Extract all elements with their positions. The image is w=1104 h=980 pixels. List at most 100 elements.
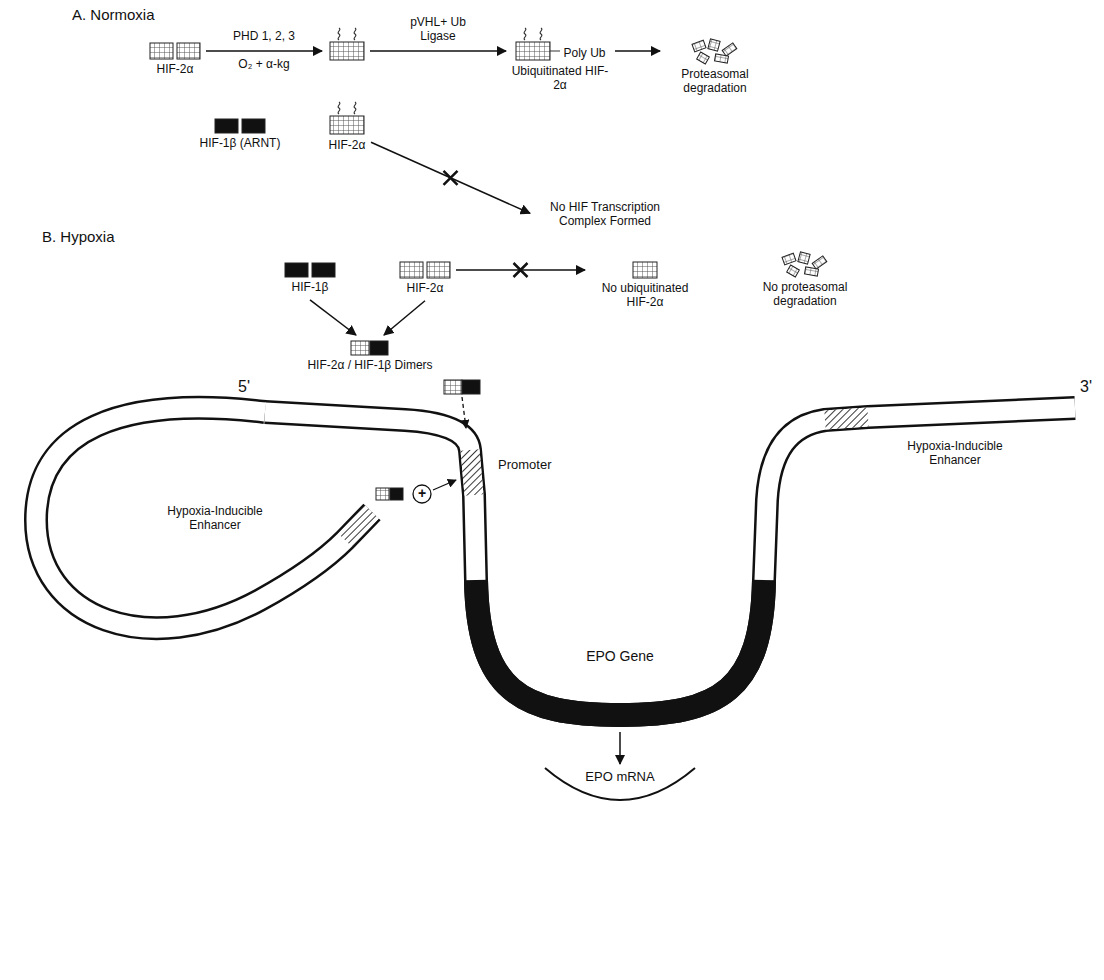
protein-subunit xyxy=(692,40,706,52)
dna-strand xyxy=(36,408,1075,715)
molecule-label: No proteasomal degradation xyxy=(745,281,865,309)
dna-core xyxy=(36,408,372,628)
enzyme-label: pVHL+ Ub Ligase xyxy=(410,16,466,44)
molecule-node: HIF-1β (ARNT) xyxy=(200,118,281,151)
protein-subunit xyxy=(714,54,728,63)
blocked-mark xyxy=(514,263,528,277)
protein-subunit xyxy=(722,43,737,56)
molecule-label: HIF-2α / HIF-1β Dimers xyxy=(307,359,432,373)
protein-subunit xyxy=(697,52,710,64)
activation-circle xyxy=(413,485,431,503)
molecule-label: No HIF Transcription Complex Formed xyxy=(535,201,675,229)
molecule-label: HIF-1β (ARNT) xyxy=(200,137,281,151)
protein-subunit xyxy=(798,252,810,264)
gene-label: EPO Gene xyxy=(586,648,654,664)
molecule-node: HIF-2α / HIF-1β Dimers xyxy=(307,340,432,373)
molecule-label: HIF-2α xyxy=(329,139,366,153)
hydroxyl-group xyxy=(338,28,356,40)
molecule-label: Ubiquitinated HIF-2α xyxy=(510,65,610,93)
protein-subunit xyxy=(812,256,827,269)
protein-subunit xyxy=(708,39,720,51)
molecule-icon xyxy=(399,261,451,279)
region-label: Promoter xyxy=(498,458,551,473)
molecule-node: HIF-1β xyxy=(284,262,336,295)
molecule-label: No ubiquitinated HIF-2α xyxy=(590,282,700,310)
molecule-label: HIF-1β xyxy=(292,281,329,295)
icon-row xyxy=(284,262,336,278)
protein-subunit xyxy=(633,262,657,278)
section-heading: B. Hypoxia xyxy=(42,228,115,245)
reaction-arrow xyxy=(371,142,530,213)
protein-subunit xyxy=(400,262,423,278)
molecule-icon xyxy=(690,37,740,65)
protein-subunit xyxy=(285,263,308,277)
molecule-node: HIF-2α xyxy=(328,100,366,153)
molecule-node: Proteasomal degradation xyxy=(665,37,765,96)
protein-subunit xyxy=(516,42,550,60)
enhancer-region xyxy=(825,417,868,420)
protein-subunit xyxy=(804,267,818,276)
protein-subunit xyxy=(150,43,173,59)
protein-subunit xyxy=(427,262,450,278)
bound-hif2a xyxy=(376,488,389,500)
protein-subunit xyxy=(787,265,800,277)
molecule-node: HIF-2α xyxy=(149,42,201,77)
mrna-strand xyxy=(545,768,695,800)
strand-end-label: 3' xyxy=(1080,378,1092,396)
protein-subunit xyxy=(330,42,364,60)
dna-outline xyxy=(36,408,372,628)
dimer-hif1b xyxy=(462,380,480,394)
icon-row xyxy=(690,37,740,65)
icon-row xyxy=(632,261,658,279)
hydroxyl-group xyxy=(338,102,356,114)
epo-gene-region xyxy=(476,580,764,715)
protein-subunit xyxy=(312,263,335,277)
hydroxylated-hif xyxy=(330,28,364,60)
strand-end-label: 5' xyxy=(238,378,250,396)
molecule-icon xyxy=(214,118,266,134)
hydroxyl-group xyxy=(525,28,561,51)
reaction-arrow xyxy=(206,50,322,52)
dna-outline xyxy=(265,408,1075,715)
molecule-node: HIF-2α xyxy=(399,261,451,296)
protein-subunit xyxy=(242,119,265,133)
protein-subunit xyxy=(215,119,238,133)
protein-subunit xyxy=(351,341,369,355)
activation-sign: + xyxy=(418,485,426,501)
molecule-icon xyxy=(328,100,366,136)
icon-row xyxy=(328,100,366,136)
transcription-arrow xyxy=(619,732,621,764)
molecule-icon xyxy=(780,250,830,278)
protein-subunit xyxy=(782,253,796,265)
dimer-hif2a xyxy=(444,380,462,394)
activation-arrow xyxy=(433,480,456,490)
binding-arrow xyxy=(462,397,466,428)
reaction-arrow xyxy=(615,50,660,52)
icon-row: Poly Ub xyxy=(514,26,605,62)
molecule-node: No ubiquitinated HIF-2α xyxy=(590,261,700,310)
icon-row xyxy=(780,250,830,278)
protein-subunit xyxy=(370,341,388,355)
icon-row xyxy=(399,261,451,279)
blocked-mark xyxy=(444,171,458,185)
promoter-region xyxy=(470,450,474,495)
molecule-node: Poly Ub Ubiquitinated HIF-2α xyxy=(510,26,610,93)
icon-row xyxy=(350,340,390,356)
enzyme-label: PHD 1, 2, 3 xyxy=(233,30,295,44)
region-label: Hypoxia-Inducible Enhancer xyxy=(895,440,1015,468)
protein-subunit xyxy=(330,116,364,134)
molecule-label: Poly Ub xyxy=(563,47,605,61)
molecule-node: No proteasomal degradation xyxy=(745,250,865,309)
dna-core xyxy=(265,408,1075,715)
icon-row xyxy=(214,118,266,134)
molecule-label: Proteasomal degradation xyxy=(665,68,765,96)
molecule-icon xyxy=(149,42,201,60)
region-label: Hypoxia-Inducible Enhancer xyxy=(155,505,275,533)
reaction-arrow xyxy=(310,300,356,335)
molecule-icon xyxy=(350,340,390,356)
reaction-arrow xyxy=(370,50,506,52)
molecule-label: HIF-2α xyxy=(157,63,194,77)
